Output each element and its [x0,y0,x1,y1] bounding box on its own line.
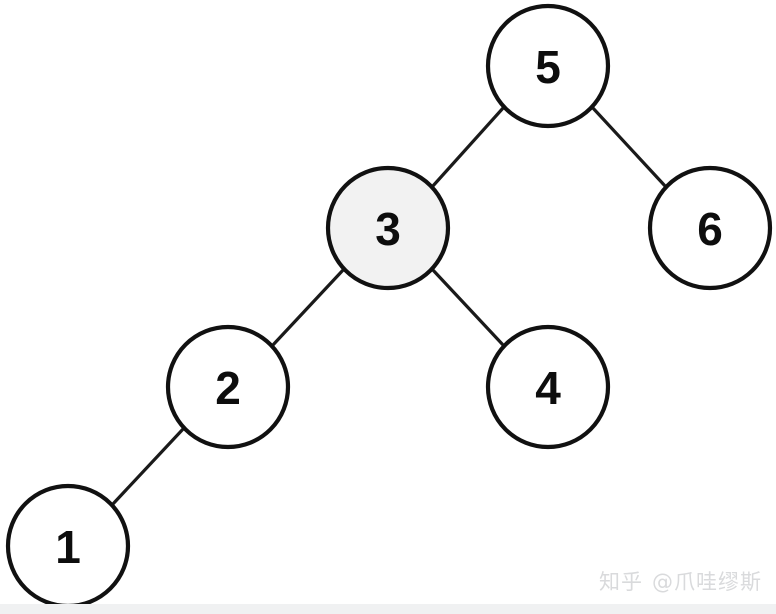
node-label-4: 4 [535,362,561,414]
node-label-5: 5 [535,41,561,93]
tree-edge-n2-n1 [110,426,186,507]
node-circle-3[interactable] [325,165,451,291]
tree-node-6[interactable]: 6 [647,165,773,291]
tree-edge-n5-n3 [430,105,506,189]
tree-node-1[interactable]: 1 [5,483,131,609]
node-label-3: 3 [375,203,401,255]
tree-node-5[interactable]: 5 [485,3,611,129]
watermark-author: @爪哇缪斯 [652,570,762,594]
watermark-site: 知乎 [599,570,643,594]
tree-node-4[interactable]: 4 [485,324,611,450]
node-label-1: 1 [55,521,81,573]
nodes-group: 5 3 6 2 4 1 [5,3,773,609]
node-label-6: 6 [697,203,723,255]
node-circle-6[interactable] [647,165,773,291]
node-label-2: 2 [215,362,241,414]
tree-edge-n5-n6 [590,105,668,189]
tree-node-3[interactable]: 3 [325,165,451,291]
watermark: 知乎 @爪哇缪斯 [599,566,762,596]
footer-bar [0,604,776,614]
edges-group [110,105,668,507]
tree-edge-n3-n2 [270,267,346,348]
node-circle-4[interactable] [485,324,611,450]
tree-edge-n3-n4 [430,267,506,348]
node-circle-5[interactable] [485,3,611,129]
tree-node-2[interactable]: 2 [165,324,291,450]
node-circle-2[interactable] [165,324,291,450]
